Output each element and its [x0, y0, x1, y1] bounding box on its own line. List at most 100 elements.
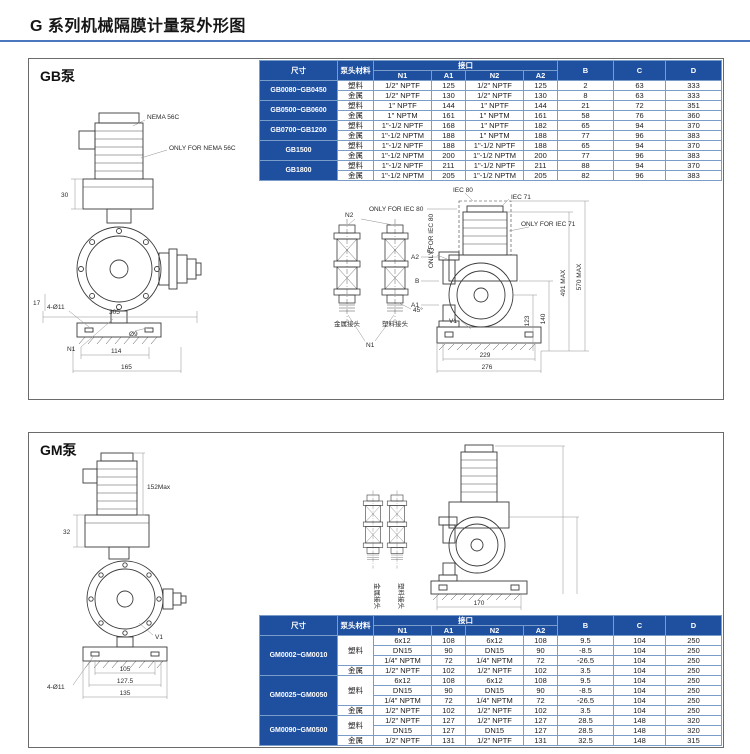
cell: 96	[613, 130, 666, 141]
cell: 370	[665, 140, 722, 151]
cell: 94	[613, 140, 666, 151]
table-row: DN15 90 DN15 90 -8.5 104 250	[260, 685, 722, 696]
cell: 104	[613, 695, 666, 706]
cell: 3.5	[557, 665, 614, 676]
cell: 148	[613, 735, 666, 746]
dim-holes: 4-Ø11	[47, 684, 65, 691]
cell: 金属	[337, 90, 374, 101]
cell: 90	[523, 685, 558, 696]
dim-62: 62	[427, 248, 435, 255]
only-iec80-label: ONLY FOR IEC 80	[369, 206, 424, 213]
dim-570max: 570 MAX	[576, 263, 583, 290]
col-header-a1: A1	[431, 625, 466, 636]
motor-side	[458, 200, 512, 256]
metal-joint-label: 金属接头	[373, 583, 382, 610]
gear-housing	[448, 501, 510, 529]
table-row: GM0025~GM0050 塑料 6x12 108 6x12 108 9.5 1…	[259, 675, 722, 716]
table-header-row: 尺寸 泵头材料 接口 B C D	[259, 60, 722, 81]
cell: 127	[431, 725, 466, 736]
cell: 200	[523, 150, 558, 161]
dim-b: B	[415, 278, 419, 285]
dim-152max: 152Max	[147, 484, 171, 491]
cell: 金属	[337, 110, 374, 121]
dim-a1: A1	[411, 302, 419, 309]
plastic-joint-label: 塑料接头	[397, 583, 406, 610]
motor	[78, 112, 144, 180]
col-header-d: D	[665, 60, 722, 81]
cell: 94	[613, 120, 666, 131]
cell-size: GB0700~GB1200	[259, 120, 338, 141]
gm-side-view	[430, 444, 528, 601]
cell: 188	[431, 130, 466, 141]
cell: 90	[431, 685, 466, 696]
dim-140: 140	[540, 313, 547, 324]
cell: 144	[523, 100, 558, 111]
nema-label: NEMA 56C	[147, 114, 179, 121]
dim-17: 17	[33, 300, 41, 307]
cell: 1" NPTM	[373, 110, 432, 121]
cell: 1"-1/2 NPTM	[373, 150, 432, 161]
cell: 金属	[337, 735, 374, 746]
page-title: G 系列机械隔膜计量泵外形图	[30, 18, 246, 35]
table-row: 金属 1"-1/2 NPTM 205 1"-1/2 NPTM 205 82 96…	[260, 170, 722, 181]
cell: 360	[665, 110, 722, 121]
col-header-d: D	[665, 615, 722, 636]
cell: 3.5	[557, 705, 614, 716]
cell: 6x12	[373, 675, 432, 686]
cell: 102	[523, 665, 558, 676]
cell: 1"-1/2 NPTM	[373, 170, 432, 181]
cell: 90	[523, 645, 558, 656]
side-flange	[158, 248, 202, 290]
cell: -8.5	[557, 645, 614, 656]
cell: 131	[431, 735, 466, 746]
cell: 250	[665, 695, 722, 706]
cell: 161	[431, 110, 466, 121]
gm-side-labels: 金属接头 塑料接头 170	[373, 583, 485, 610]
gb-panel-label: GB泵	[40, 68, 75, 84]
port-stacks-side	[438, 516, 458, 582]
gb-side-labels: IEC 80 IEC 71 ONLY FOR IEC 80 ONLY FOR I…	[334, 187, 583, 371]
cell: 96	[613, 170, 666, 181]
metal-joint-detail	[362, 490, 384, 569]
gb-joint-details	[333, 218, 409, 324]
col-header-a2: A2	[523, 70, 558, 81]
gm-joint-details	[362, 490, 408, 569]
cell: 205	[431, 170, 466, 181]
cell: 1"-1/2 NPTM	[465, 170, 524, 181]
motor	[82, 452, 138, 516]
cell: 8	[557, 90, 614, 101]
cell: 77	[557, 130, 614, 141]
cell: 82	[557, 170, 614, 181]
cell: 315	[665, 735, 722, 746]
cell: 144	[431, 100, 466, 111]
base	[76, 310, 162, 345]
table-subheader-row: N1 A1 N2 A2	[260, 625, 722, 636]
gearbox	[84, 514, 150, 560]
cell: 63	[613, 80, 666, 91]
dim-105: 105	[120, 666, 131, 673]
table-row: GB1800 塑料 1"-1/2 NPTF 211 1"-1/2 NPTF 21…	[259, 160, 722, 181]
port-n2-label: N2	[345, 212, 354, 219]
cell: 383	[665, 130, 722, 141]
cell: 108	[431, 675, 466, 686]
dim-45deg: 45°	[413, 306, 423, 314]
cell: 1/2" NPTF	[373, 90, 432, 101]
cell: 塑料	[337, 120, 374, 131]
cell: 333	[665, 80, 722, 91]
cell: 塑料	[337, 715, 374, 736]
only-iec71-label: ONLY FOR IEC 71	[521, 221, 576, 228]
cell: 250	[665, 705, 722, 716]
col-header-n2: N2	[465, 70, 524, 81]
dim-123: 123	[524, 315, 531, 326]
gm-side-dimensions	[436, 445, 579, 610]
cell: 131	[523, 735, 558, 746]
cell: 1/2" NPTF	[465, 665, 524, 676]
cell: 1"-1/2 NPTM	[373, 130, 432, 141]
cell: 72	[523, 695, 558, 706]
cell: 1"-1/2 NPTM	[465, 150, 524, 161]
gm-panel: GM泵	[28, 432, 724, 748]
dim-dia9: Ø9	[129, 331, 138, 338]
col-header-a1: A1	[431, 70, 466, 81]
table-row: GB0700~GB1200 塑料 1"-1/2 NPTF 168 1" NPTF…	[259, 120, 722, 141]
cell-size: GB0080~GB0450	[259, 80, 338, 101]
